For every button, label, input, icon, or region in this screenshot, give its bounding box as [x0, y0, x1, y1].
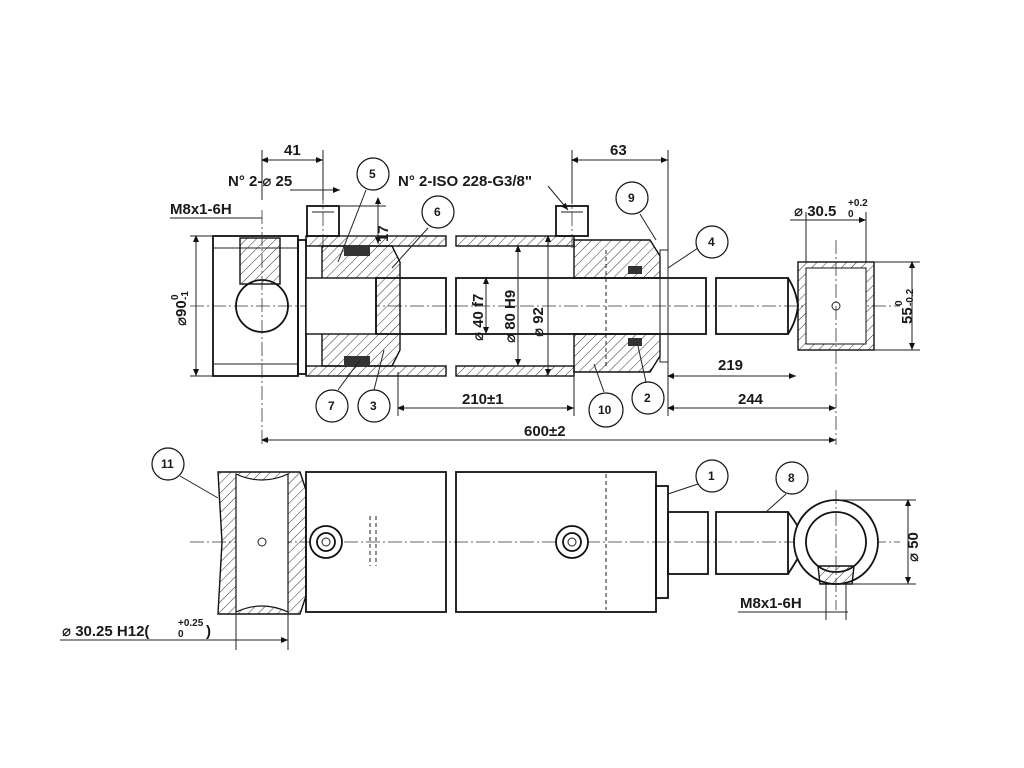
dim-219: 219: [718, 357, 743, 374]
dim-3025-tol-low: 0: [178, 629, 184, 640]
dim-40: ⌀ 40 f7: [470, 294, 487, 341]
port-right: [555, 525, 589, 559]
dim-55-tol-low: -0.2: [905, 288, 916, 306]
tube-wall-bottom-left: [305, 365, 447, 377]
dim-210: 210±1: [462, 391, 504, 408]
piston-seal-bottom: [344, 356, 370, 366]
balloon-11: 11: [151, 447, 219, 499]
svg-text:4: 4: [708, 235, 715, 249]
dim-305-tol-low: 0: [848, 209, 854, 220]
dim-3025-tol-up: +0.25: [178, 618, 204, 629]
port-left: [309, 525, 343, 559]
tube-wall-bottom-right: [455, 365, 575, 377]
balloon-10: 10: [588, 363, 624, 428]
balloon-3: 3: [357, 349, 391, 423]
dim-55: 55: [899, 307, 916, 324]
dim-90-tol-low: -1: [180, 291, 191, 300]
dim-m8-top: M8x1-6H: [170, 201, 232, 218]
svg-text:6: 6: [434, 205, 441, 219]
balloon-2: 2: [631, 345, 665, 415]
piston-rod-left: [375, 277, 447, 335]
gland-top: [573, 239, 661, 279]
dim-600: 600±2: [524, 423, 566, 440]
tube-wall-top-right: [455, 235, 575, 247]
dim-305-tol-up: +0.2: [848, 198, 868, 209]
svg-text:1: 1: [708, 469, 715, 483]
dim-63: 63: [610, 142, 627, 159]
svg-text:10: 10: [598, 403, 612, 417]
svg-text:11: 11: [161, 457, 174, 471]
dim-80: ⌀ 80 H9: [502, 290, 519, 343]
dim-m8-bottom: M8x1-6H: [740, 595, 802, 612]
top-view: 41 N° 2-⌀ 25 M8x1-6H 17 63 N° 2-ISO 228-…: [170, 142, 920, 445]
svg-text:5: 5: [369, 167, 376, 181]
piston-rod-end: [715, 277, 789, 335]
svg-text:8: 8: [788, 471, 795, 485]
svg-text:7: 7: [328, 399, 335, 413]
dim-90: ⌀90: [173, 300, 190, 326]
rod-side-end: [715, 511, 789, 575]
balloon-1: 1: [667, 459, 729, 495]
bottom-view: ⌀ 50 M8x1-6H ⌀ 30.25 H12( +0.25 0 ) 11 1…: [60, 447, 922, 650]
svg-text:3: 3: [370, 399, 377, 413]
balloon-7: 7: [315, 359, 361, 423]
balloon-5: 5: [337, 157, 390, 263]
gland-bottom: [573, 333, 661, 373]
dim-92: ⌀ 92: [530, 307, 547, 337]
dim-305: ⌀ 30.5: [794, 203, 836, 220]
tube-side-left: [305, 471, 447, 613]
balloon-6: 6: [391, 195, 455, 269]
dim-3025-close: ): [206, 623, 211, 640]
dim-41: 41: [284, 142, 301, 159]
balloon-8: 8: [765, 461, 809, 513]
dim-55-tol-up: 0: [894, 300, 905, 306]
dim-90-tol-up: 0: [170, 294, 181, 300]
m8-threaded-hole: [239, 237, 281, 285]
rod-side: [667, 511, 709, 575]
dim-ports-25: N° 2-⌀ 25: [228, 173, 292, 190]
dim-iso: N° 2-ISO 228-G3/8": [398, 173, 532, 190]
dim-50: ⌀ 50: [905, 532, 922, 562]
dim-17: 17: [375, 225, 392, 242]
dim-3025: ⌀ 30.25 H12(: [62, 623, 149, 640]
dim-244: 244: [738, 391, 764, 408]
piston-seal-top: [344, 246, 370, 256]
balloon-4: 4: [667, 225, 729, 269]
svg-text:2: 2: [644, 391, 651, 405]
balloon-9: 9: [615, 181, 657, 241]
svg-text:9: 9: [628, 191, 635, 205]
